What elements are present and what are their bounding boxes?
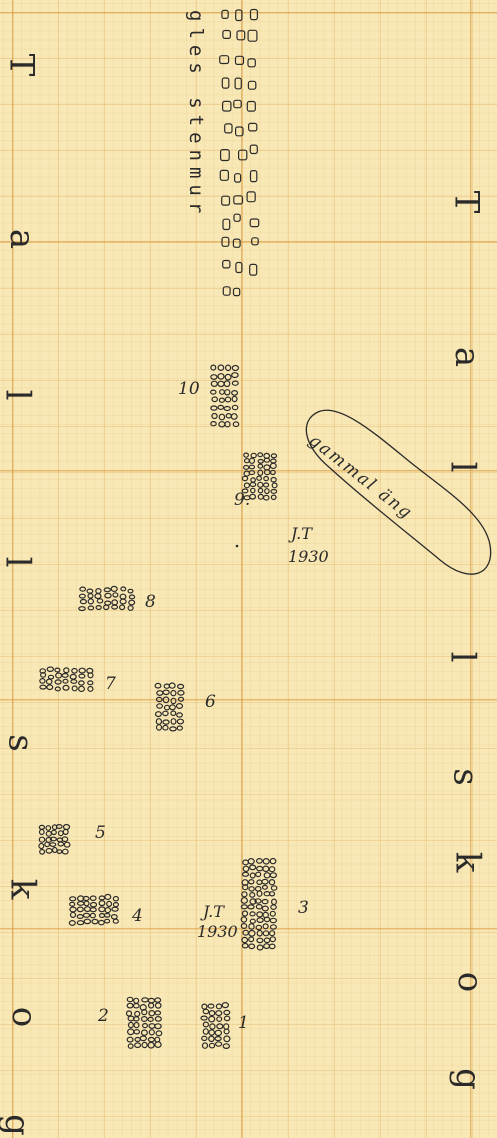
stone-wall-stone [234, 100, 241, 107]
stone-wall-stone [250, 219, 259, 227]
stone-wall-stone [248, 59, 255, 67]
left-heading-letter: s [4, 734, 38, 751]
plot-7-cluster [40, 667, 93, 692]
plot-number: 5 [95, 825, 106, 842]
plot-2-cluster [127, 997, 162, 1048]
stone-wall-stone [222, 78, 229, 88]
left-heading-letter: a [5, 229, 39, 249]
plot-number: 10 [178, 381, 200, 398]
left-heading-letter: k [5, 879, 39, 900]
plot-8-cluster [79, 586, 135, 610]
stone-wall-stone [252, 238, 259, 245]
plot-number: 8 [145, 594, 156, 611]
plot-3-cluster [241, 859, 277, 951]
plot-number: 4 [132, 908, 143, 925]
right-heading-letter: l [445, 652, 479, 663]
plot-number: 7 [105, 676, 116, 693]
stone-wall-stone [223, 219, 230, 229]
stone-wall-stone [237, 31, 245, 40]
left-heading-letter: T [4, 54, 38, 77]
plot-number: 9. [234, 492, 250, 509]
plot-10-cluster [211, 365, 239, 427]
right-heading-letter: a [450, 347, 484, 367]
right-heading-letter: T [449, 191, 483, 214]
left-heading-letter: l [0, 390, 34, 401]
plot-6-cluster [155, 683, 184, 731]
stone-wall-stone [222, 10, 228, 18]
right-heading-letter: o [453, 972, 487, 992]
stone-wall-stone [236, 10, 242, 21]
stone-wall-stone [223, 261, 230, 268]
left-heading-letter: l [0, 557, 34, 568]
left-heading-letter: o [7, 1007, 41, 1027]
stone-wall-stone [250, 145, 257, 153]
stone-wall-stone [234, 288, 240, 295]
stone-wall-stone [250, 264, 257, 275]
signature-lower: J.T [203, 904, 224, 920]
stone-wall-stone [249, 123, 257, 130]
year-upper: 1930 [288, 549, 329, 565]
plot-number: 3 [298, 900, 309, 917]
left-heading-letter: g [0, 1114, 34, 1136]
stone-wall-stone [220, 170, 228, 180]
stone-wall-stone [234, 214, 240, 221]
right-heading-letter: g [451, 1068, 485, 1090]
stone-wall-stone [221, 150, 230, 161]
plot-number: 1 [238, 1015, 249, 1032]
right-heading-letter: l [445, 462, 479, 473]
plot-5-cluster [39, 825, 70, 855]
stone-wall-stone [233, 239, 240, 247]
right-heading-letter: s [449, 768, 483, 785]
stone-wall-stone [248, 30, 257, 41]
stone-wall-stone [223, 31, 231, 39]
meadow-outline [306, 410, 490, 574]
stone-wall-stone [251, 171, 257, 182]
stone-wall-stone [222, 237, 229, 246]
stone-wall-stone [248, 81, 255, 89]
stone-wall-stone [251, 10, 258, 20]
stone-wall-stone [222, 196, 230, 205]
stone-wall-stone [236, 56, 244, 64]
stone-wall-stone [236, 263, 242, 273]
stone-wall-stone [247, 192, 255, 202]
stone-wall-stone [239, 150, 247, 160]
plot-number: 6 [205, 694, 216, 711]
stone-wall-stone [220, 56, 229, 64]
signature-upper: J.T [291, 526, 312, 542]
stone-wall-label: gles stenmur [186, 10, 205, 219]
stone-wall-stone [225, 124, 232, 133]
plot-4-cluster [69, 894, 118, 925]
stone-wall-stone [234, 196, 243, 204]
plot-1-cluster [201, 1003, 230, 1049]
stone-wall-stone [223, 101, 231, 111]
plot-number: 2 [98, 1008, 109, 1025]
year-lower: 1930 [197, 924, 238, 940]
stone-wall-stone [223, 287, 230, 295]
stone-wall-stone [235, 78, 241, 89]
stone-wall-stone [247, 102, 255, 112]
stone-wall-stone [236, 127, 243, 136]
right-heading-letter: k [450, 852, 484, 873]
stone-wall-stone [235, 174, 241, 182]
